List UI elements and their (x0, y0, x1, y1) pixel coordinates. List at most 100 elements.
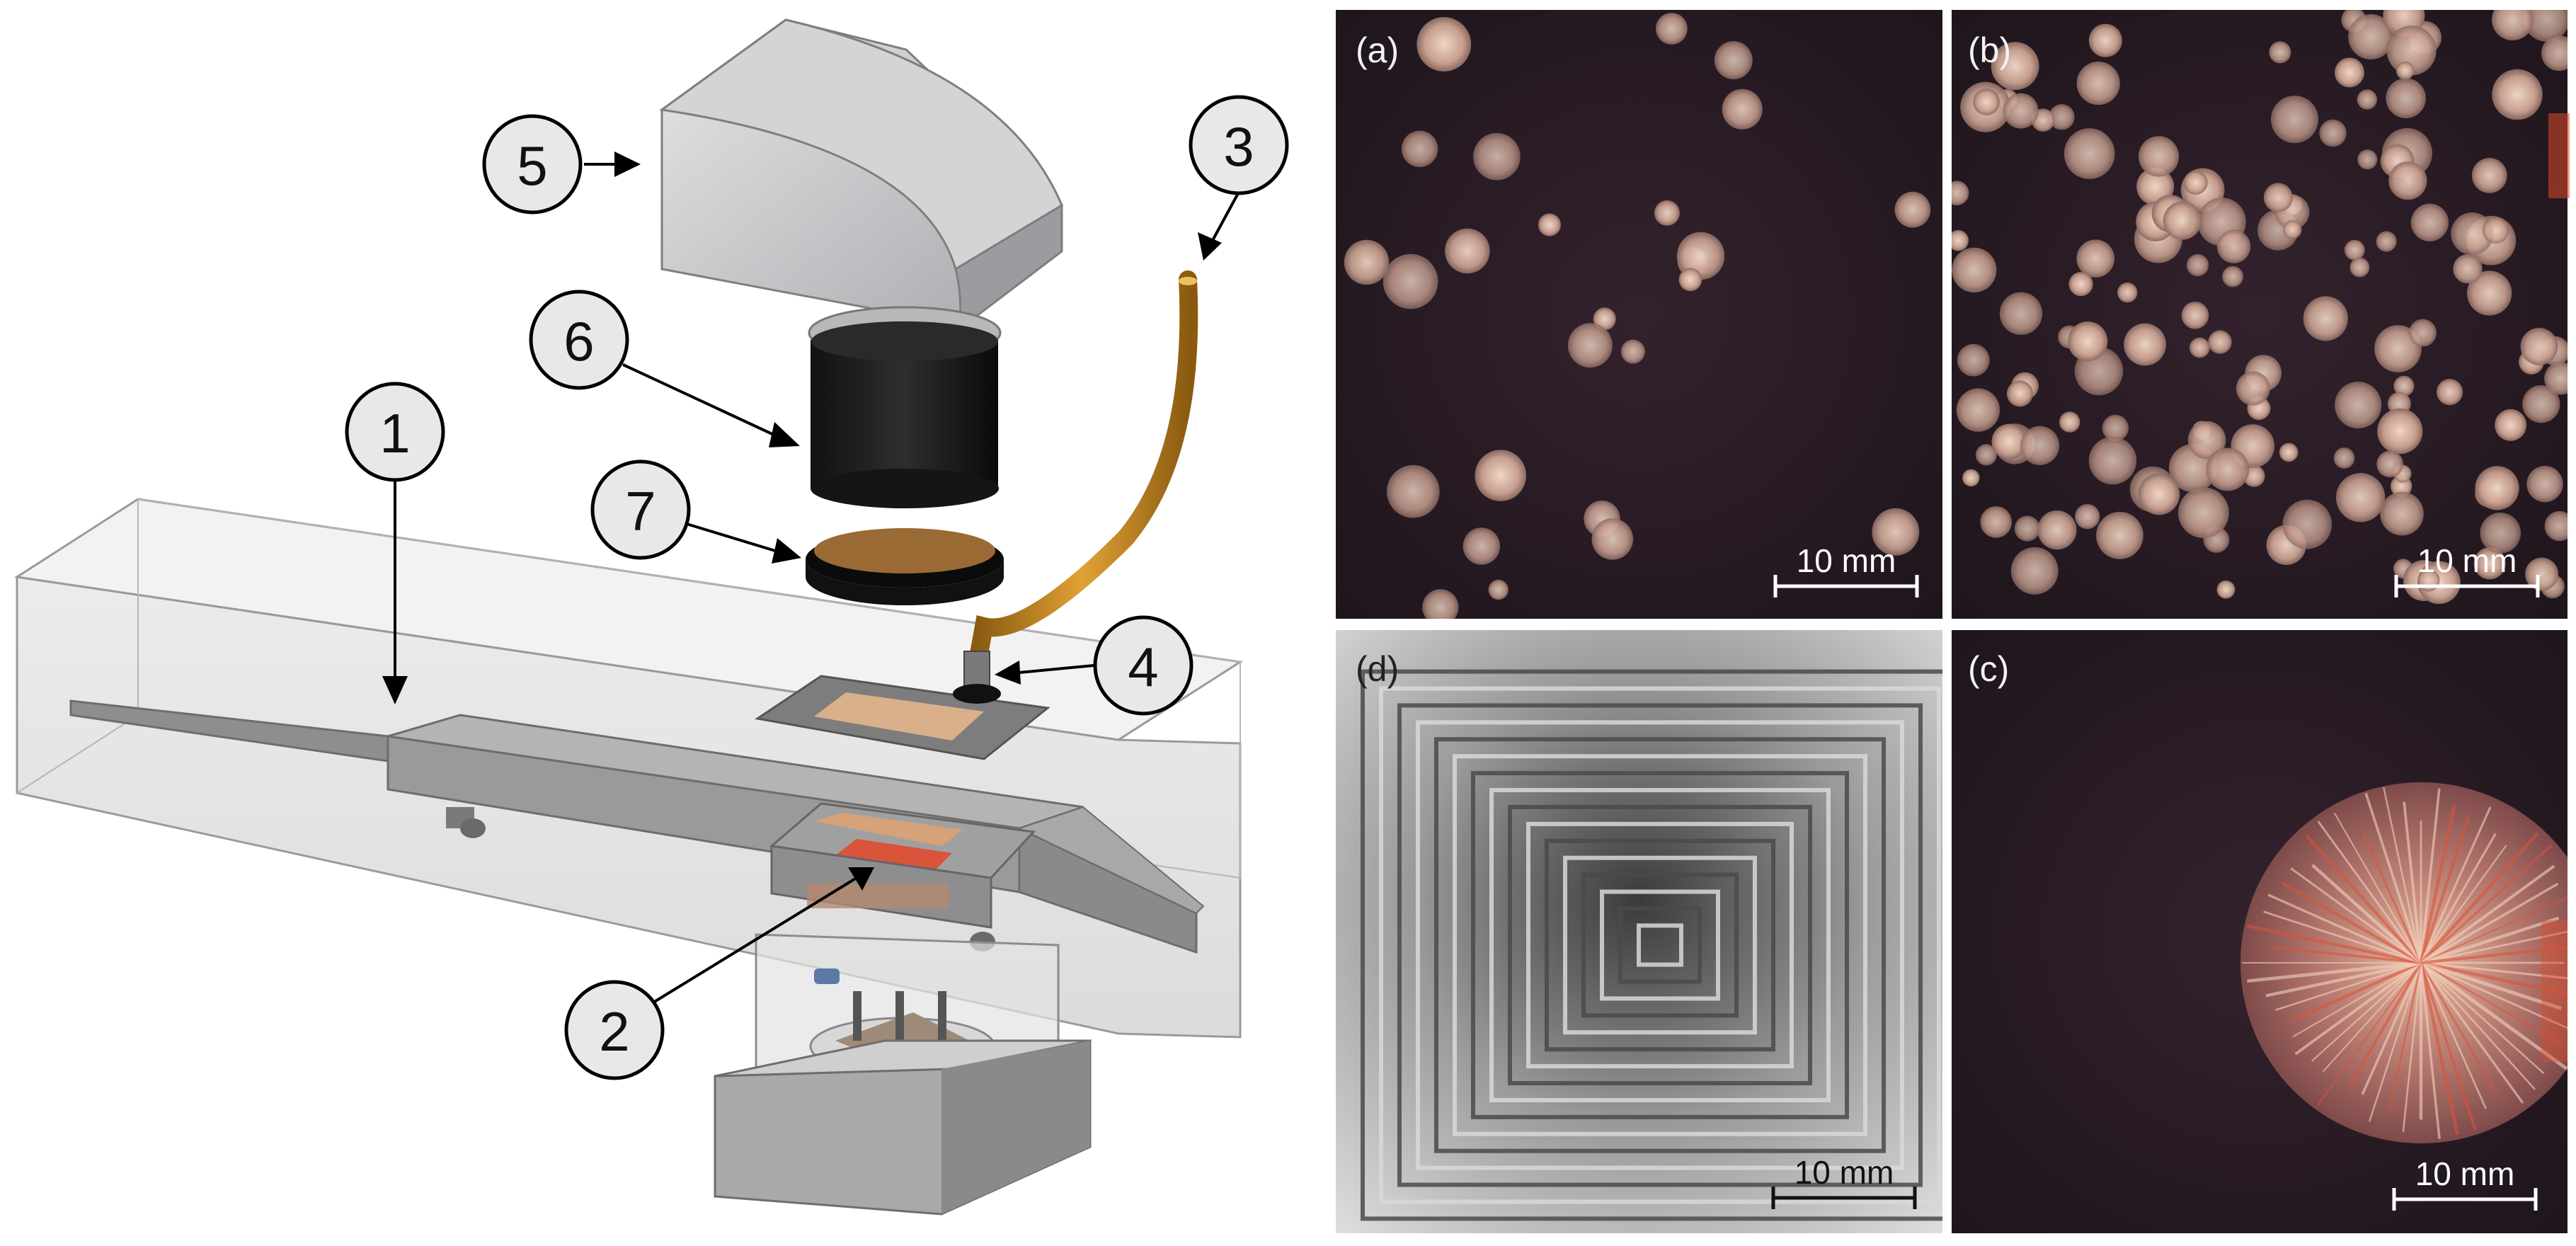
spherulite (1621, 340, 1645, 364)
spherulite (1957, 389, 2000, 432)
spherulite (2059, 411, 2080, 432)
spherulite (2139, 474, 2180, 515)
spherulite (2545, 511, 2575, 541)
svg-text:6: 6 (563, 310, 594, 372)
spherulite (2077, 62, 2120, 105)
spherulite (2437, 379, 2463, 405)
spherulite (1679, 268, 1702, 292)
spherulite (2376, 232, 2397, 252)
scale-label-a: 10 mm (1797, 542, 1896, 579)
spherulite (2544, 362, 2576, 394)
spherulite (2000, 292, 2042, 335)
spherulite (2217, 581, 2236, 599)
panel-label-a: (a) (1356, 30, 1399, 70)
spherulite (2335, 57, 2364, 87)
svg-text:3: 3 (1223, 115, 1254, 178)
svg-text:1: 1 (379, 402, 410, 464)
spherulite (2075, 504, 2100, 529)
callout-2: 2 (566, 982, 663, 1078)
spherulite (1402, 131, 1438, 167)
spherulite (2089, 24, 2122, 57)
spherulite (1945, 181, 1969, 205)
spherulite (2349, 258, 2369, 278)
spherulite (2068, 321, 2107, 361)
spherulite (2096, 512, 2143, 559)
spherulite (2335, 382, 2381, 428)
spherulite (2380, 492, 2424, 536)
spherulite (2386, 78, 2426, 118)
spherulite (2357, 89, 2377, 109)
callout-5: 5 (484, 116, 580, 212)
spherulite (1475, 450, 1526, 501)
spherulite (2282, 500, 2332, 549)
svg-text:5: 5 (517, 135, 547, 197)
panel-label-d: (d) (1356, 649, 1399, 689)
spherulite (1654, 200, 1680, 226)
spherulite (2015, 515, 2040, 541)
spherulite (2236, 372, 2270, 406)
panel-label-b: (b) (1968, 30, 2011, 70)
spherulite (2217, 230, 2250, 263)
spherulite (2472, 158, 2507, 193)
spherulite (2117, 282, 2137, 302)
spherulite (2357, 149, 2377, 169)
spherulite (2376, 451, 2403, 478)
callout-4: 4 (1095, 617, 1191, 714)
heater-block (715, 935, 1090, 1214)
apparatus-illustration: 1 2 3 4 5 6 7 (17, 20, 1287, 1214)
panel-label-c: (c) (1968, 649, 2009, 689)
spherulite (1957, 344, 1990, 377)
spherulite (2526, 466, 2563, 502)
spherulite (2264, 183, 2293, 212)
spherulite (2139, 136, 2179, 176)
spherulite (2178, 487, 2229, 538)
callout-1: 1 (347, 384, 443, 480)
scale-label-b: 10 mm (2417, 542, 2517, 579)
spherulite (2222, 266, 2243, 287)
spherulite (1538, 213, 1561, 236)
spherulite (2303, 296, 2348, 341)
spherulite (2279, 443, 2299, 462)
spherulite (2124, 324, 2166, 366)
spherulite (2076, 239, 2114, 278)
spherulite (1387, 465, 1440, 518)
spherulite (2189, 338, 2210, 358)
callout-3: 3 (1191, 97, 1287, 193)
spherulite (2187, 254, 2209, 276)
spherulite (2020, 426, 2059, 465)
spherulite (1568, 323, 1613, 367)
spherulite (2007, 381, 2033, 407)
spherulite (1952, 248, 1996, 292)
scale-label-c: 10 mm (2415, 1155, 2515, 1192)
spherulite (1895, 192, 1931, 228)
spherulite (1980, 506, 2012, 538)
spherulite (2319, 120, 2347, 147)
spherulite (1422, 589, 1458, 625)
spherulite (2336, 473, 2385, 522)
optical-filter (806, 528, 1004, 605)
panel-c: (c) 10 mm (1952, 630, 2576, 1233)
spherulite (1592, 518, 1634, 560)
spherulite (2483, 217, 2509, 244)
spherulite (2269, 41, 2291, 63)
svg-text:2: 2 (599, 1000, 629, 1063)
spherulite (2208, 330, 2231, 353)
spherulite (2089, 437, 2136, 484)
spherulite (2475, 466, 2519, 510)
spherulite (1344, 240, 1389, 285)
spherulite (2492, 69, 2543, 120)
spherulite (2377, 408, 2422, 454)
spherulite (2184, 171, 2208, 195)
callout-7: 7 (593, 462, 689, 558)
spherulite (1445, 229, 1490, 274)
svg-text:4: 4 (1128, 636, 1158, 698)
spherulite (2396, 62, 2414, 79)
spherulite (1383, 254, 1438, 309)
spherulite (2011, 547, 2059, 595)
spherulite (2521, 328, 2558, 365)
spherulite (2003, 93, 2039, 129)
panel-d: (d) 10 mm (1336, 630, 1957, 1233)
svg-text:7: 7 (625, 480, 656, 542)
spherulite (1656, 13, 1688, 45)
